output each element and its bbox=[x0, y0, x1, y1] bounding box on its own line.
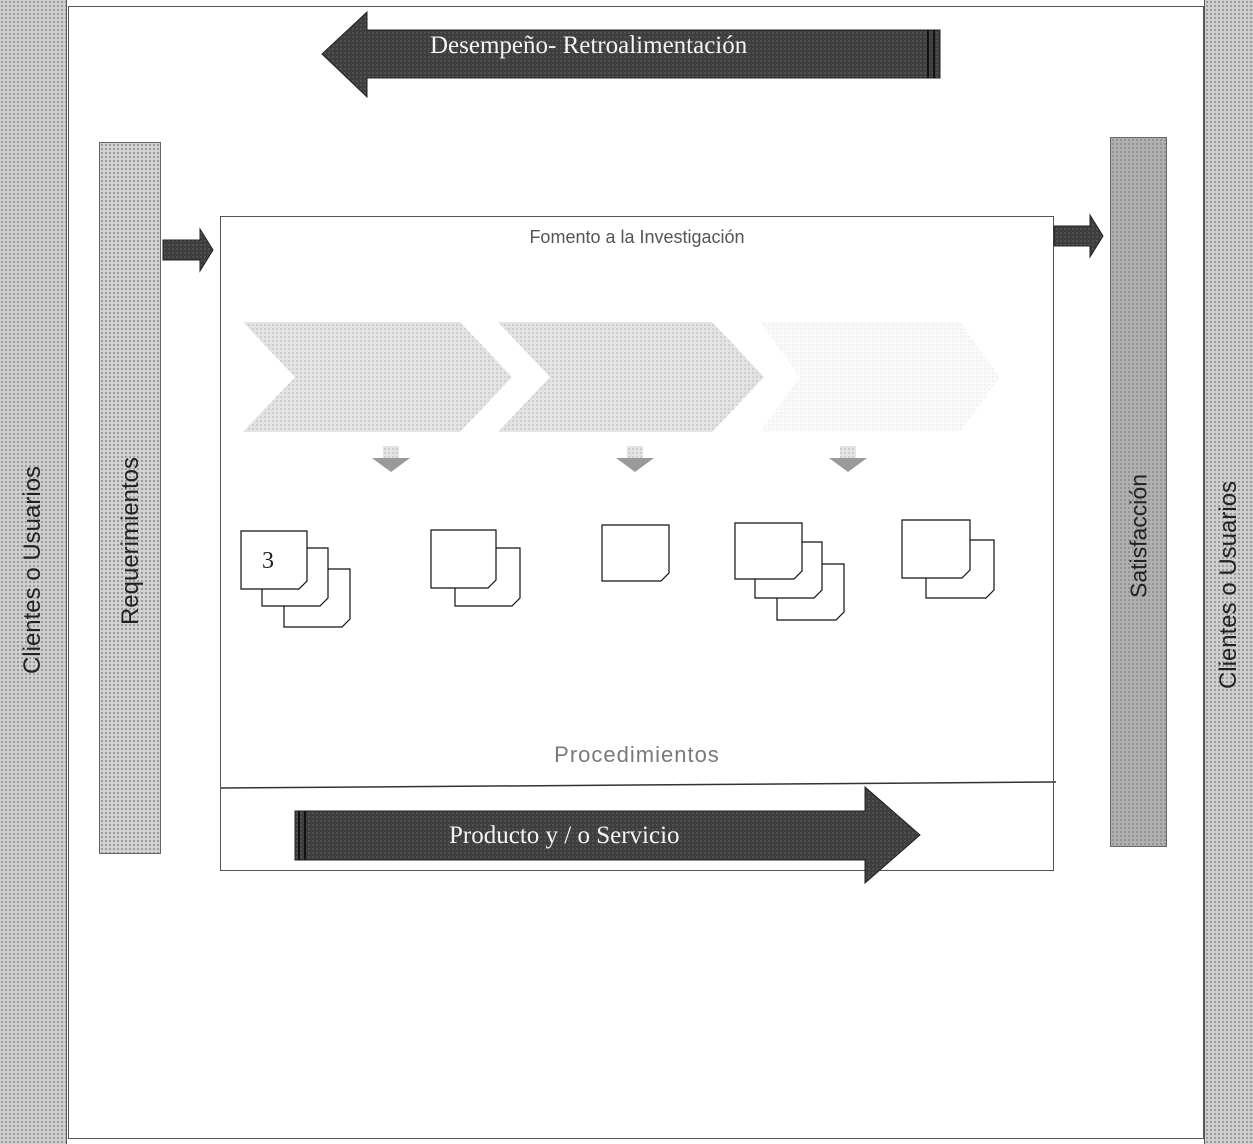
separator-line bbox=[220, 781, 1057, 789]
product-label: Producto y / o Servicio bbox=[449, 822, 680, 849]
procedures-label: Procedimientos bbox=[554, 742, 720, 767]
process-step-2 bbox=[498, 322, 764, 432]
process-title: Fomento a la Investigación bbox=[529, 227, 745, 247]
down-arrow-2 bbox=[616, 446, 654, 472]
process-step-3 bbox=[760, 322, 1000, 432]
requirements-arrow bbox=[162, 227, 214, 273]
document-icon bbox=[601, 524, 670, 582]
down-arrow-3 bbox=[829, 446, 867, 472]
multi-document-icon-1 bbox=[240, 530, 351, 628]
left-clients-strip: Clientes o Usuarios bbox=[0, 0, 67, 1144]
document-number: 3 bbox=[262, 548, 274, 574]
satisfaction-arrow bbox=[1053, 213, 1104, 259]
feedback-label: Desempeño- Retroalimentación bbox=[430, 32, 748, 59]
right-clients-strip: Clientes o Usuarios bbox=[1204, 0, 1253, 1144]
process-step-1 bbox=[243, 322, 512, 432]
down-arrow-1 bbox=[372, 446, 410, 472]
multi-document-icon-2 bbox=[734, 522, 845, 621]
feedback-arrow bbox=[321, 10, 941, 99]
product-arrow bbox=[294, 785, 921, 885]
double-document-icon-2 bbox=[901, 519, 995, 599]
requirements-bar: Requerimientos bbox=[99, 142, 161, 854]
satisfaction-bar: Satisfacción bbox=[1110, 137, 1167, 847]
double-document-icon-1 bbox=[430, 529, 521, 607]
